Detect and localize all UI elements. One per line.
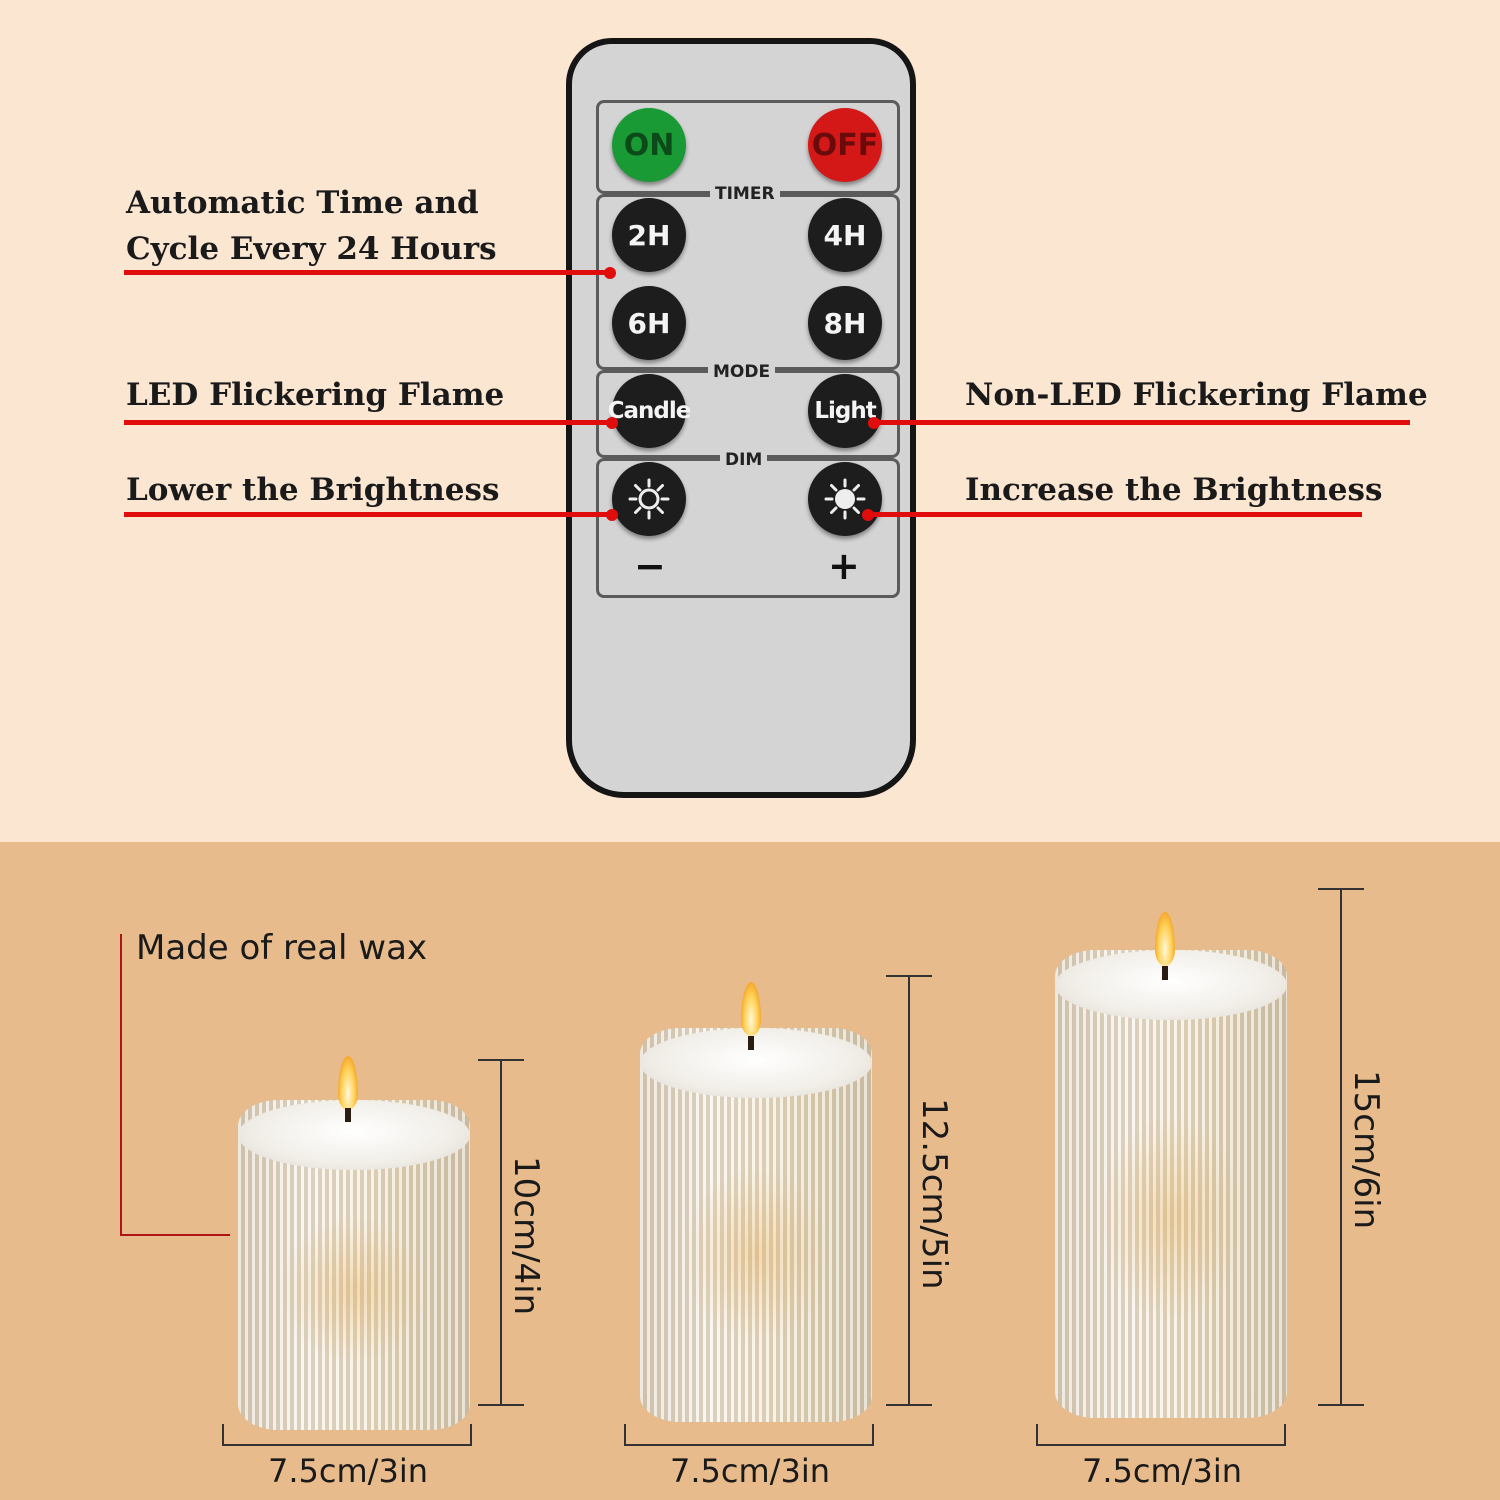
- large-height-line: [1340, 888, 1342, 1405]
- led-callout-line: [124, 420, 614, 425]
- large-height-bottom-tick: [1318, 1404, 1364, 1406]
- large-width-line: [1036, 1444, 1284, 1446]
- medium-candle-wick: [748, 1036, 754, 1050]
- medium-width-line: [624, 1444, 872, 1446]
- small-candle-top: [238, 1100, 470, 1170]
- large-width-left-tick: [1036, 1424, 1038, 1446]
- large-candle: [1055, 950, 1287, 1418]
- small-width-line: [222, 1444, 470, 1446]
- dim-up-button[interactable]: [808, 462, 882, 536]
- wax-note-horizontal-line: [120, 1234, 230, 1236]
- increase-brightness-callout: Increase the Brightness: [965, 472, 1383, 508]
- mode-label: MODE: [708, 362, 776, 382]
- sun-filled-icon: [824, 478, 866, 520]
- small-width-left-tick: [222, 1424, 224, 1446]
- led-callout: LED Flickering Flame: [126, 377, 505, 413]
- timer-6h-button[interactable]: 6H: [612, 286, 686, 360]
- timer-callout-dot: [604, 267, 616, 279]
- off-button[interactable]: OFF: [808, 108, 882, 182]
- non-led-callout-dot: [868, 417, 880, 429]
- candle-mode-button[interactable]: Candle: [608, 374, 691, 448]
- increase-callout-line: [866, 512, 1362, 517]
- medium-width-right-tick: [872, 1424, 874, 1446]
- large-candle-flame-icon: [1155, 912, 1175, 966]
- lower-brightness-callout: Lower the Brightness: [126, 472, 500, 508]
- increase-callout-dot: [862, 509, 874, 521]
- small-width-right-tick: [470, 1424, 472, 1446]
- dim-label: DIM: [720, 450, 768, 470]
- small-candle: [238, 1100, 470, 1430]
- led-callout-dot: [606, 417, 618, 429]
- non-led-callout: Non-LED Flickering Flame: [965, 377, 1428, 413]
- small-width-label: 7.5cm/3in: [268, 1452, 428, 1490]
- medium-candle-top: [640, 1028, 872, 1098]
- small-height-label: 10cm/4in: [506, 1156, 546, 1316]
- lower-callout-dot: [606, 509, 618, 521]
- on-button[interactable]: ON: [612, 108, 686, 182]
- timer-2h-button[interactable]: 2H: [612, 198, 686, 272]
- timer-8h-button[interactable]: 8H: [808, 286, 882, 360]
- timer-4h-button[interactable]: 4H: [808, 198, 882, 272]
- non-led-callout-line: [872, 420, 1410, 425]
- medium-width-label: 7.5cm/3in: [670, 1452, 830, 1490]
- lower-callout-line: [124, 512, 614, 517]
- large-height-label: 15cm/6in: [1346, 1070, 1386, 1230]
- small-candle-flame-icon: [338, 1056, 358, 1110]
- remote-control: ON OFF TIMER 2H 4H 6H 8H MODE Candle Lig…: [566, 38, 916, 798]
- timer-callout-line2: Cycle Every 24 Hours: [126, 231, 497, 267]
- large-width-label: 7.5cm/3in: [1082, 1452, 1242, 1490]
- small-candle-wick: [345, 1108, 351, 1122]
- large-width-right-tick: [1284, 1424, 1286, 1446]
- medium-width-left-tick: [624, 1424, 626, 1446]
- small-height-line: [500, 1059, 502, 1405]
- sun-outline-icon: [628, 478, 670, 520]
- medium-height-label: 12.5cm/5in: [914, 1098, 954, 1290]
- timer-label: TIMER: [710, 184, 780, 204]
- minus-sign: −: [634, 544, 666, 588]
- timer-callout-line: [124, 270, 612, 275]
- medium-height-line: [908, 975, 910, 1405]
- dim-down-button[interactable]: [612, 462, 686, 536]
- wax-note: Made of real wax: [136, 928, 428, 968]
- wax-note-vertical-line: [120, 934, 122, 1236]
- medium-candle: [640, 1028, 872, 1422]
- light-mode-button[interactable]: Light: [808, 374, 882, 448]
- large-candle-wick: [1162, 966, 1168, 980]
- medium-height-bottom-tick: [886, 1404, 932, 1406]
- plus-sign: +: [828, 544, 860, 588]
- small-height-bottom-tick: [478, 1404, 524, 1406]
- medium-candle-flame-icon: [741, 982, 761, 1036]
- timer-callout-line1: Automatic Time and: [126, 185, 479, 221]
